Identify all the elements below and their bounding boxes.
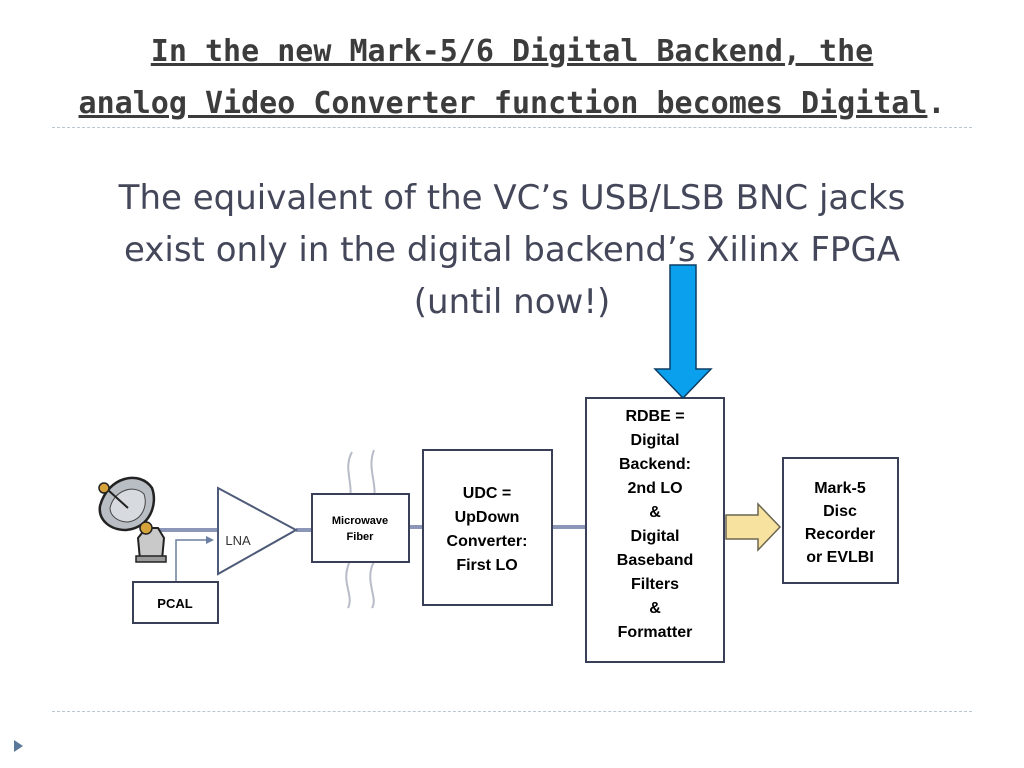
rdbe-line-7: Baseband	[617, 552, 693, 569]
top-divider	[52, 127, 972, 128]
right-arrow-icon	[725, 502, 782, 552]
mark5-rect	[782, 457, 899, 584]
mark5-line-1: Mark-5	[814, 480, 866, 497]
dish-feed	[98, 482, 110, 494]
mark5-line-2: Disc	[823, 503, 857, 520]
fiber-rect	[311, 493, 410, 563]
dish-hub	[139, 521, 153, 535]
down-arrow-icon	[653, 264, 713, 400]
slide-title: In the new Mark-5/6 Digital Backend, the…	[20, 26, 1004, 130]
pcal-rect	[132, 581, 219, 624]
slide-subtitle: The equivalent of the VC’s USB/LSB BNC j…	[40, 172, 984, 328]
dish-feed-arm	[107, 489, 129, 509]
rdbe-line-1: RDBE =	[625, 408, 684, 425]
rdbe-line-2: Digital	[631, 432, 680, 449]
rdbe-line-3: Backend:	[619, 456, 691, 473]
pcal-arrowhead	[206, 536, 214, 544]
title-line-1: In the new Mark-5/6 Digital Backend, the	[150, 34, 874, 69]
pcal-line	[175, 539, 208, 582]
rdbe-box: RDBE = Digital Backend: 2nd LO & Digital…	[585, 397, 725, 663]
udc-line-3: Converter:	[447, 533, 528, 550]
rdbe-line-4: 2nd LO	[627, 480, 682, 497]
rdbe-line-9: &	[649, 600, 661, 617]
pcal-box: PCAL	[132, 581, 219, 624]
slide-bullet-icon	[14, 740, 23, 752]
udc-line-4: First LO	[456, 557, 517, 574]
fiber-label-line-1: Microwave	[332, 515, 388, 527]
lna-triangle	[217, 486, 299, 576]
udc-box: UDC = UpDown Converter: First LO	[422, 449, 553, 606]
rdbe-line-8: Filters	[631, 576, 679, 593]
udc-rect	[422, 449, 553, 606]
mark5-line-4: or EVLBI	[806, 549, 874, 566]
dish-base-plate	[135, 555, 167, 563]
satellite-dish-icon	[98, 476, 167, 563]
rdbe-line-5: &	[649, 504, 661, 521]
title-line-2: analog Video Converter function becomes …	[78, 86, 928, 121]
subtitle-line-2: exist only in the digital backend’s Xili…	[123, 230, 901, 270]
rdbe-rect	[585, 397, 725, 663]
dish-inner	[109, 488, 146, 523]
microwave-fiber-box: Microwave Fiber	[311, 493, 410, 563]
mark5-box: Mark-5 Disc Recorder or EVLBI	[782, 457, 899, 584]
udc-line-2: UpDown	[455, 509, 520, 526]
lna-label: LNA	[225, 533, 251, 548]
bottom-divider	[52, 711, 972, 712]
pcal-label: PCAL	[157, 596, 192, 611]
rdbe-line-6: Digital	[631, 528, 680, 545]
fiber-label-line-2: Fiber	[347, 531, 375, 543]
title-period: .	[927, 86, 946, 121]
udc-line-1: UDC =	[463, 485, 511, 502]
mark5-line-3: Recorder	[805, 526, 875, 543]
lna-amplifier: LNA	[217, 486, 299, 576]
rdbe-line-10: Formatter	[618, 624, 693, 641]
subtitle-line-1: The equivalent of the VC’s USB/LSB BNC j…	[118, 178, 906, 218]
pcal-path	[175, 536, 214, 582]
subtitle-line-3: (until now!)	[413, 282, 611, 322]
